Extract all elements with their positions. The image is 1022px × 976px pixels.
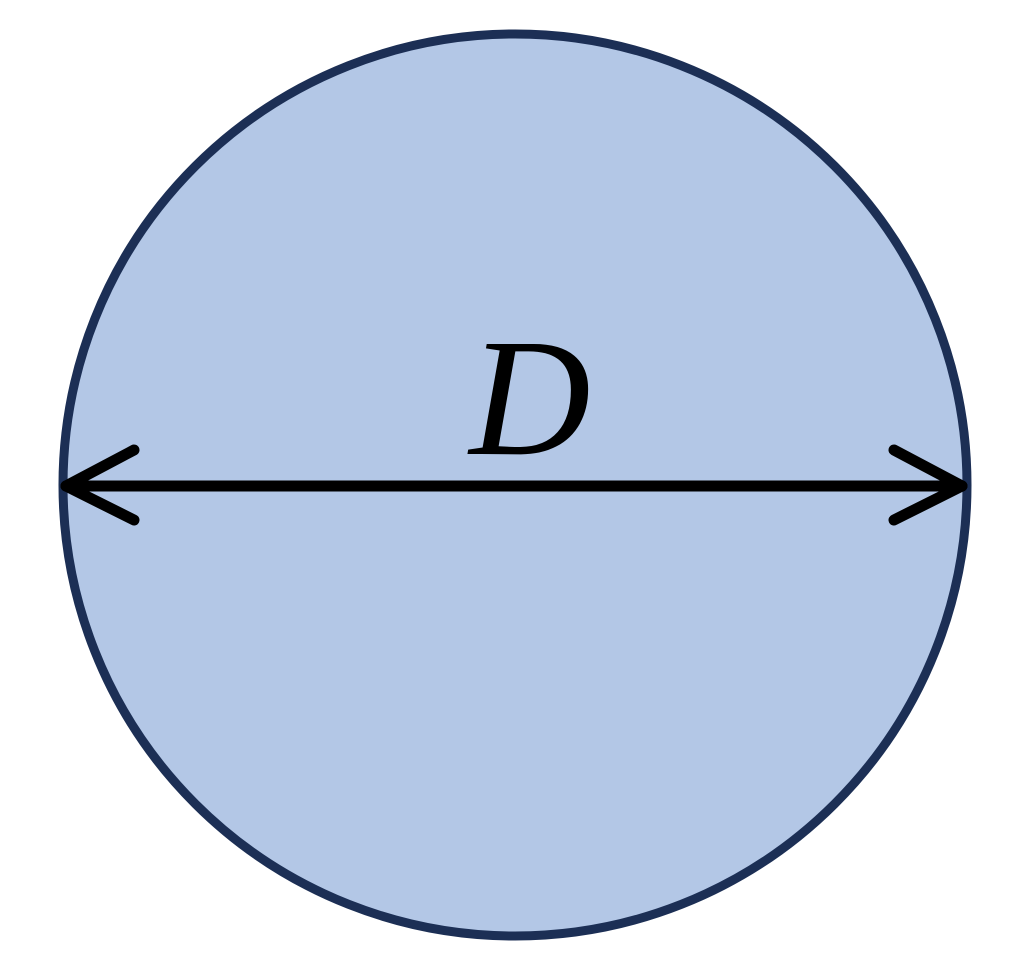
diameter-label: D: [467, 305, 590, 491]
diameter-arrow: [60, 444, 968, 526]
arrow-head-right-icon: [888, 444, 968, 526]
arrow-head-left-icon: [60, 444, 140, 526]
